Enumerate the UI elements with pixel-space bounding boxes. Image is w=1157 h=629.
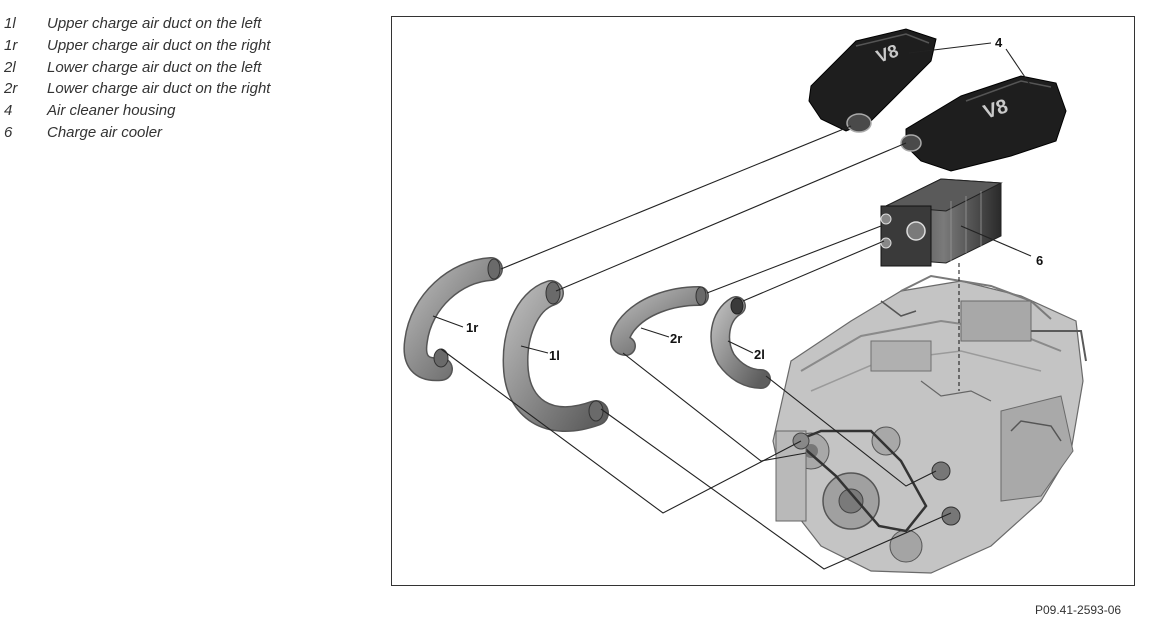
- callout-2l: 2l: [754, 347, 765, 362]
- legend-code: 6: [4, 123, 13, 141]
- callout-6: 6: [1036, 253, 1043, 268]
- legend-code: 2l: [4, 58, 16, 76]
- legend-description: Air cleaner housing: [47, 102, 176, 120]
- duct-1l: [502, 280, 609, 432]
- exploded-view-illustration: V8 V8: [403, 28, 1087, 574]
- legend-description: Upper charge air duct on the right: [47, 36, 271, 54]
- assembly-lines: [432, 42, 1032, 570]
- duct-2r: [610, 286, 709, 356]
- legend-description: Charge air cooler: [47, 123, 163, 141]
- charge-air-cooler: [880, 178, 1003, 267]
- air-cleaner-housing-left: V8: [808, 28, 937, 133]
- figure-id: P09.41-2593-06: [1035, 603, 1122, 617]
- legend-code: 2r: [4, 80, 18, 98]
- legend-description: Upper charge air duct on the left: [47, 15, 262, 32]
- legend-description: Lower charge air duct on the right: [47, 80, 271, 98]
- legend-code: 1r: [4, 36, 18, 54]
- duct-2l: [710, 296, 771, 389]
- callout-2r: 2r: [670, 331, 682, 346]
- callout-4: 4: [995, 35, 1003, 50]
- engine-block: [772, 274, 1087, 574]
- legend-description: Lower charge air duct on the left: [47, 58, 262, 76]
- duct-1r: [403, 257, 503, 382]
- legend-code: 4: [4, 102, 13, 120]
- air-cleaner-housing-right: V8: [900, 75, 1067, 172]
- callout-1l: 1l: [549, 348, 560, 363]
- legend-code: 1l: [4, 15, 16, 32]
- callout-1r: 1r: [466, 320, 478, 335]
- diagram-frame: V8 V8: [391, 16, 1135, 586]
